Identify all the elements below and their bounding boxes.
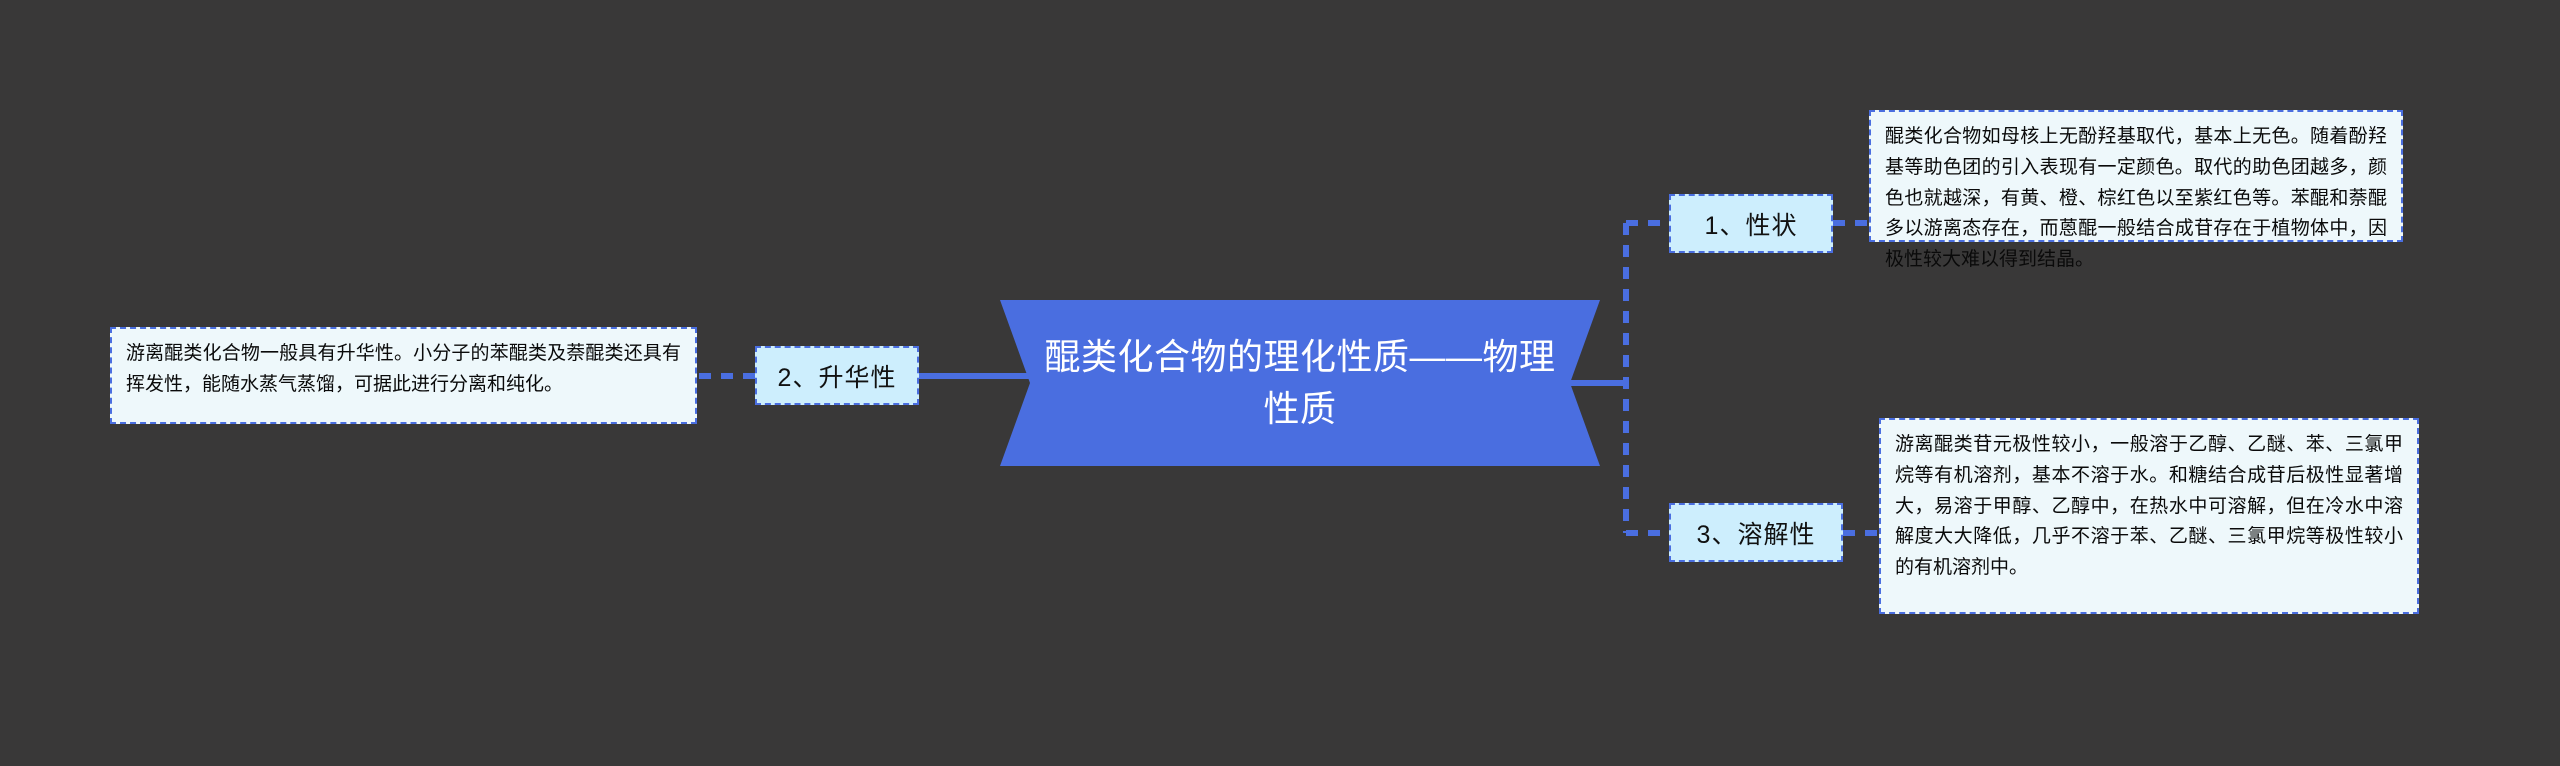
detail-panel-shenghuaxing[interactable]: 游离醌类化合物一般具有升华性。小分子的苯醌类及萘醌类还具有挥发性，能随水蒸气蒸馏… [110,327,697,424]
detail-panel-text: 游离醌类苷元极性较小，一般溶于乙醇、乙醚、苯、三氯甲烷等有机溶剂，基本不溶于水。… [1895,434,2403,579]
branch-chip-xingzhuang[interactable]: 1、性状 [1669,194,1833,253]
branch-chip-rongjiexing[interactable]: 3、溶解性 [1669,503,1843,562]
detail-panel-xingzhuang[interactable]: 醌类化合物如母核上无酚羟基取代，基本上无色。随着酚羟基等助色团的引入表现有一定颜… [1869,110,2403,270]
branch-chip-label: 2、升华性 [777,363,897,392]
branch-chip-shenghuaxing[interactable]: 2、升华性 [755,346,919,405]
detail-panel-rongjiexing[interactable]: 游离醌类苷元极性较小，一般溶于乙醇、乙醚、苯、三氯甲烷等有机溶剂，基本不溶于水。… [1879,418,2419,614]
center-node-label: 醌类化合物的理化性质——物理性质 [1044,335,1556,429]
detail-panel-text: 游离醌类化合物一般具有升华性。小分子的苯醌类及萘醌类还具有挥发性，能随水蒸气蒸馏… [126,343,681,395]
detail-panel-text: 醌类化合物如母核上无酚羟基取代，基本上无色。随着酚羟基等助色团的引入表现有一定颜… [1885,126,2387,271]
branch-chip-label: 1、性状 [1704,211,1798,240]
branch-chip-label: 3、溶解性 [1696,520,1816,549]
center-node[interactable]: 醌类化合物的理化性质——物理性质 [1000,300,1600,466]
